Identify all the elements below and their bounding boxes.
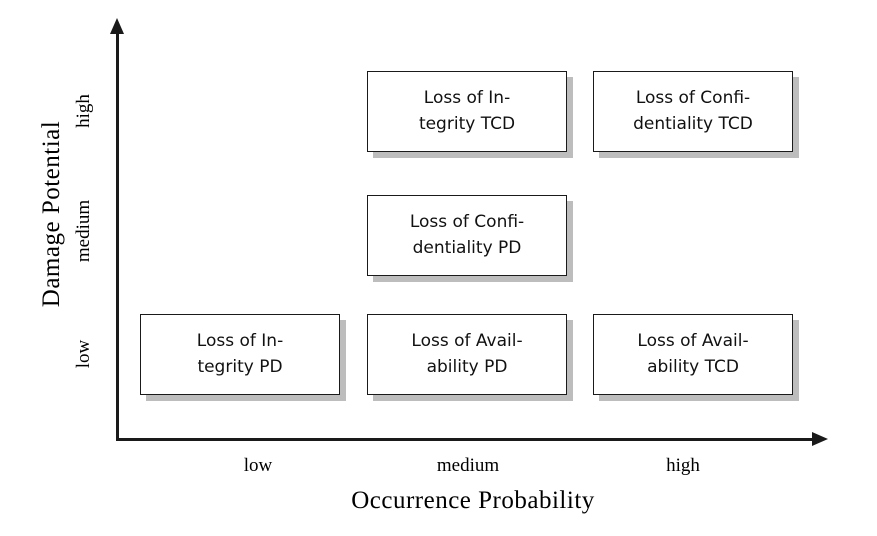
x-axis-line bbox=[116, 438, 816, 441]
risk-cell-line-2: ability TCD bbox=[647, 356, 739, 377]
risk-cell-line-1: Loss of Confi- bbox=[635, 88, 751, 109]
x-axis-tick-high: high bbox=[666, 455, 700, 476]
risk-cell-availability-tcd[interactable]: Loss of Avail- ability TCD bbox=[593, 314, 793, 395]
y-axis-line bbox=[116, 30, 119, 441]
y-axis-tick-medium: medium bbox=[73, 199, 94, 263]
y-axis-title: Damage Potential bbox=[38, 120, 65, 308]
y-axis-tick-high: high bbox=[73, 94, 94, 128]
risk-cell-line-2: ability PD bbox=[426, 356, 508, 377]
x-axis-title: Occurrence Probability bbox=[351, 487, 595, 514]
risk-cell-confidentiality-tcd[interactable]: Loss of Confi- dentiality TCD bbox=[593, 71, 793, 152]
risk-cell-line-1: Loss of Avail- bbox=[411, 331, 523, 352]
risk-cell-integrity-tcd[interactable]: Loss of In- tegrity TCD bbox=[367, 71, 567, 152]
risk-cell-line-2: dentiality TCD bbox=[633, 113, 753, 134]
x-axis-arrowhead-icon bbox=[812, 432, 828, 446]
y-axis-tick-low: low bbox=[73, 339, 94, 369]
y-axis-arrowhead-icon bbox=[110, 18, 124, 34]
risk-cell-confidentiality-pd[interactable]: Loss of Confi- dentiality PD bbox=[367, 195, 567, 276]
risk-cell-line-1: Loss of Avail- bbox=[637, 331, 749, 352]
x-axis-tick-low: low bbox=[243, 455, 273, 476]
risk-cell-line-2: dentiality PD bbox=[412, 237, 522, 258]
risk-cell-line-2: tegrity PD bbox=[197, 356, 283, 377]
x-axis-tick-medium: medium bbox=[436, 455, 500, 476]
risk-cell-line-1: Loss of In- bbox=[196, 331, 284, 352]
risk-cell-integrity-pd[interactable]: Loss of In- tegrity PD bbox=[140, 314, 340, 395]
risk-cell-availability-pd[interactable]: Loss of Avail- ability PD bbox=[367, 314, 567, 395]
risk-cell-line-2: tegrity TCD bbox=[418, 113, 516, 134]
risk-cell-line-1: Loss of Confi- bbox=[409, 212, 525, 233]
risk-cell-line-1: Loss of In- bbox=[423, 88, 511, 109]
